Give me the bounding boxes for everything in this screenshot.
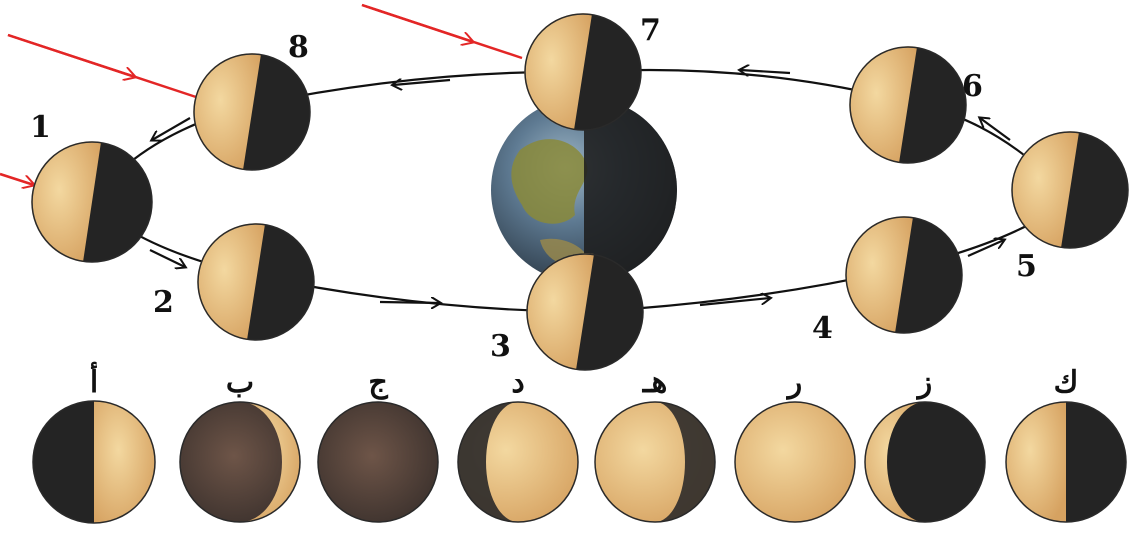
- position-label-7: 7: [640, 13, 661, 48]
- phase-letter-jeem: ج: [368, 365, 388, 400]
- position-label-8: 8: [288, 30, 309, 65]
- phase-moon-zay: [865, 402, 985, 522]
- position-label-6: 6: [962, 69, 983, 104]
- position-label-5: 5: [1016, 249, 1037, 284]
- phase-letter-zay: ز: [916, 365, 933, 400]
- phase-letter-alef: أ: [90, 361, 98, 400]
- phase-letter-ha: هـ: [642, 365, 668, 400]
- phase-moon-alef: [33, 401, 155, 523]
- phase-moon-kaf: [1006, 402, 1126, 522]
- orbit-moon-4: [845, 216, 962, 333]
- sun-ray-3-arrow: [0, 174, 34, 185]
- orbit-moon-2: [197, 223, 314, 340]
- position-label-2: 2: [153, 285, 174, 320]
- orbit-moon-6: [849, 46, 966, 163]
- phase-letter-ra: ر: [786, 365, 803, 400]
- phase-moon-jeem: [318, 402, 438, 522]
- sun-ray-1-arrow: [8, 35, 135, 77]
- phase-letter-dal: د: [511, 365, 524, 400]
- orbit-moon-7: [524, 13, 641, 130]
- orbit-moon-3: [526, 253, 643, 370]
- orbit-moon-8: [193, 53, 310, 170]
- position-label-3: 3: [490, 329, 511, 364]
- sun-ray-2-arrow: [362, 5, 473, 42]
- phase-letter-kaf: ك: [1054, 365, 1079, 400]
- position-label-4: 4: [812, 311, 833, 346]
- phase-moon-ra: [735, 402, 855, 522]
- phase-moon-ba: [180, 402, 300, 522]
- phase-moon-ha: [595, 402, 715, 522]
- phase-letter-ba: ب: [226, 365, 254, 400]
- position-label-1: 1: [30, 110, 51, 145]
- orbit-moon-5: [1011, 131, 1128, 248]
- phase-moon-dal: [458, 402, 578, 522]
- orbit-moon-1: [31, 141, 152, 262]
